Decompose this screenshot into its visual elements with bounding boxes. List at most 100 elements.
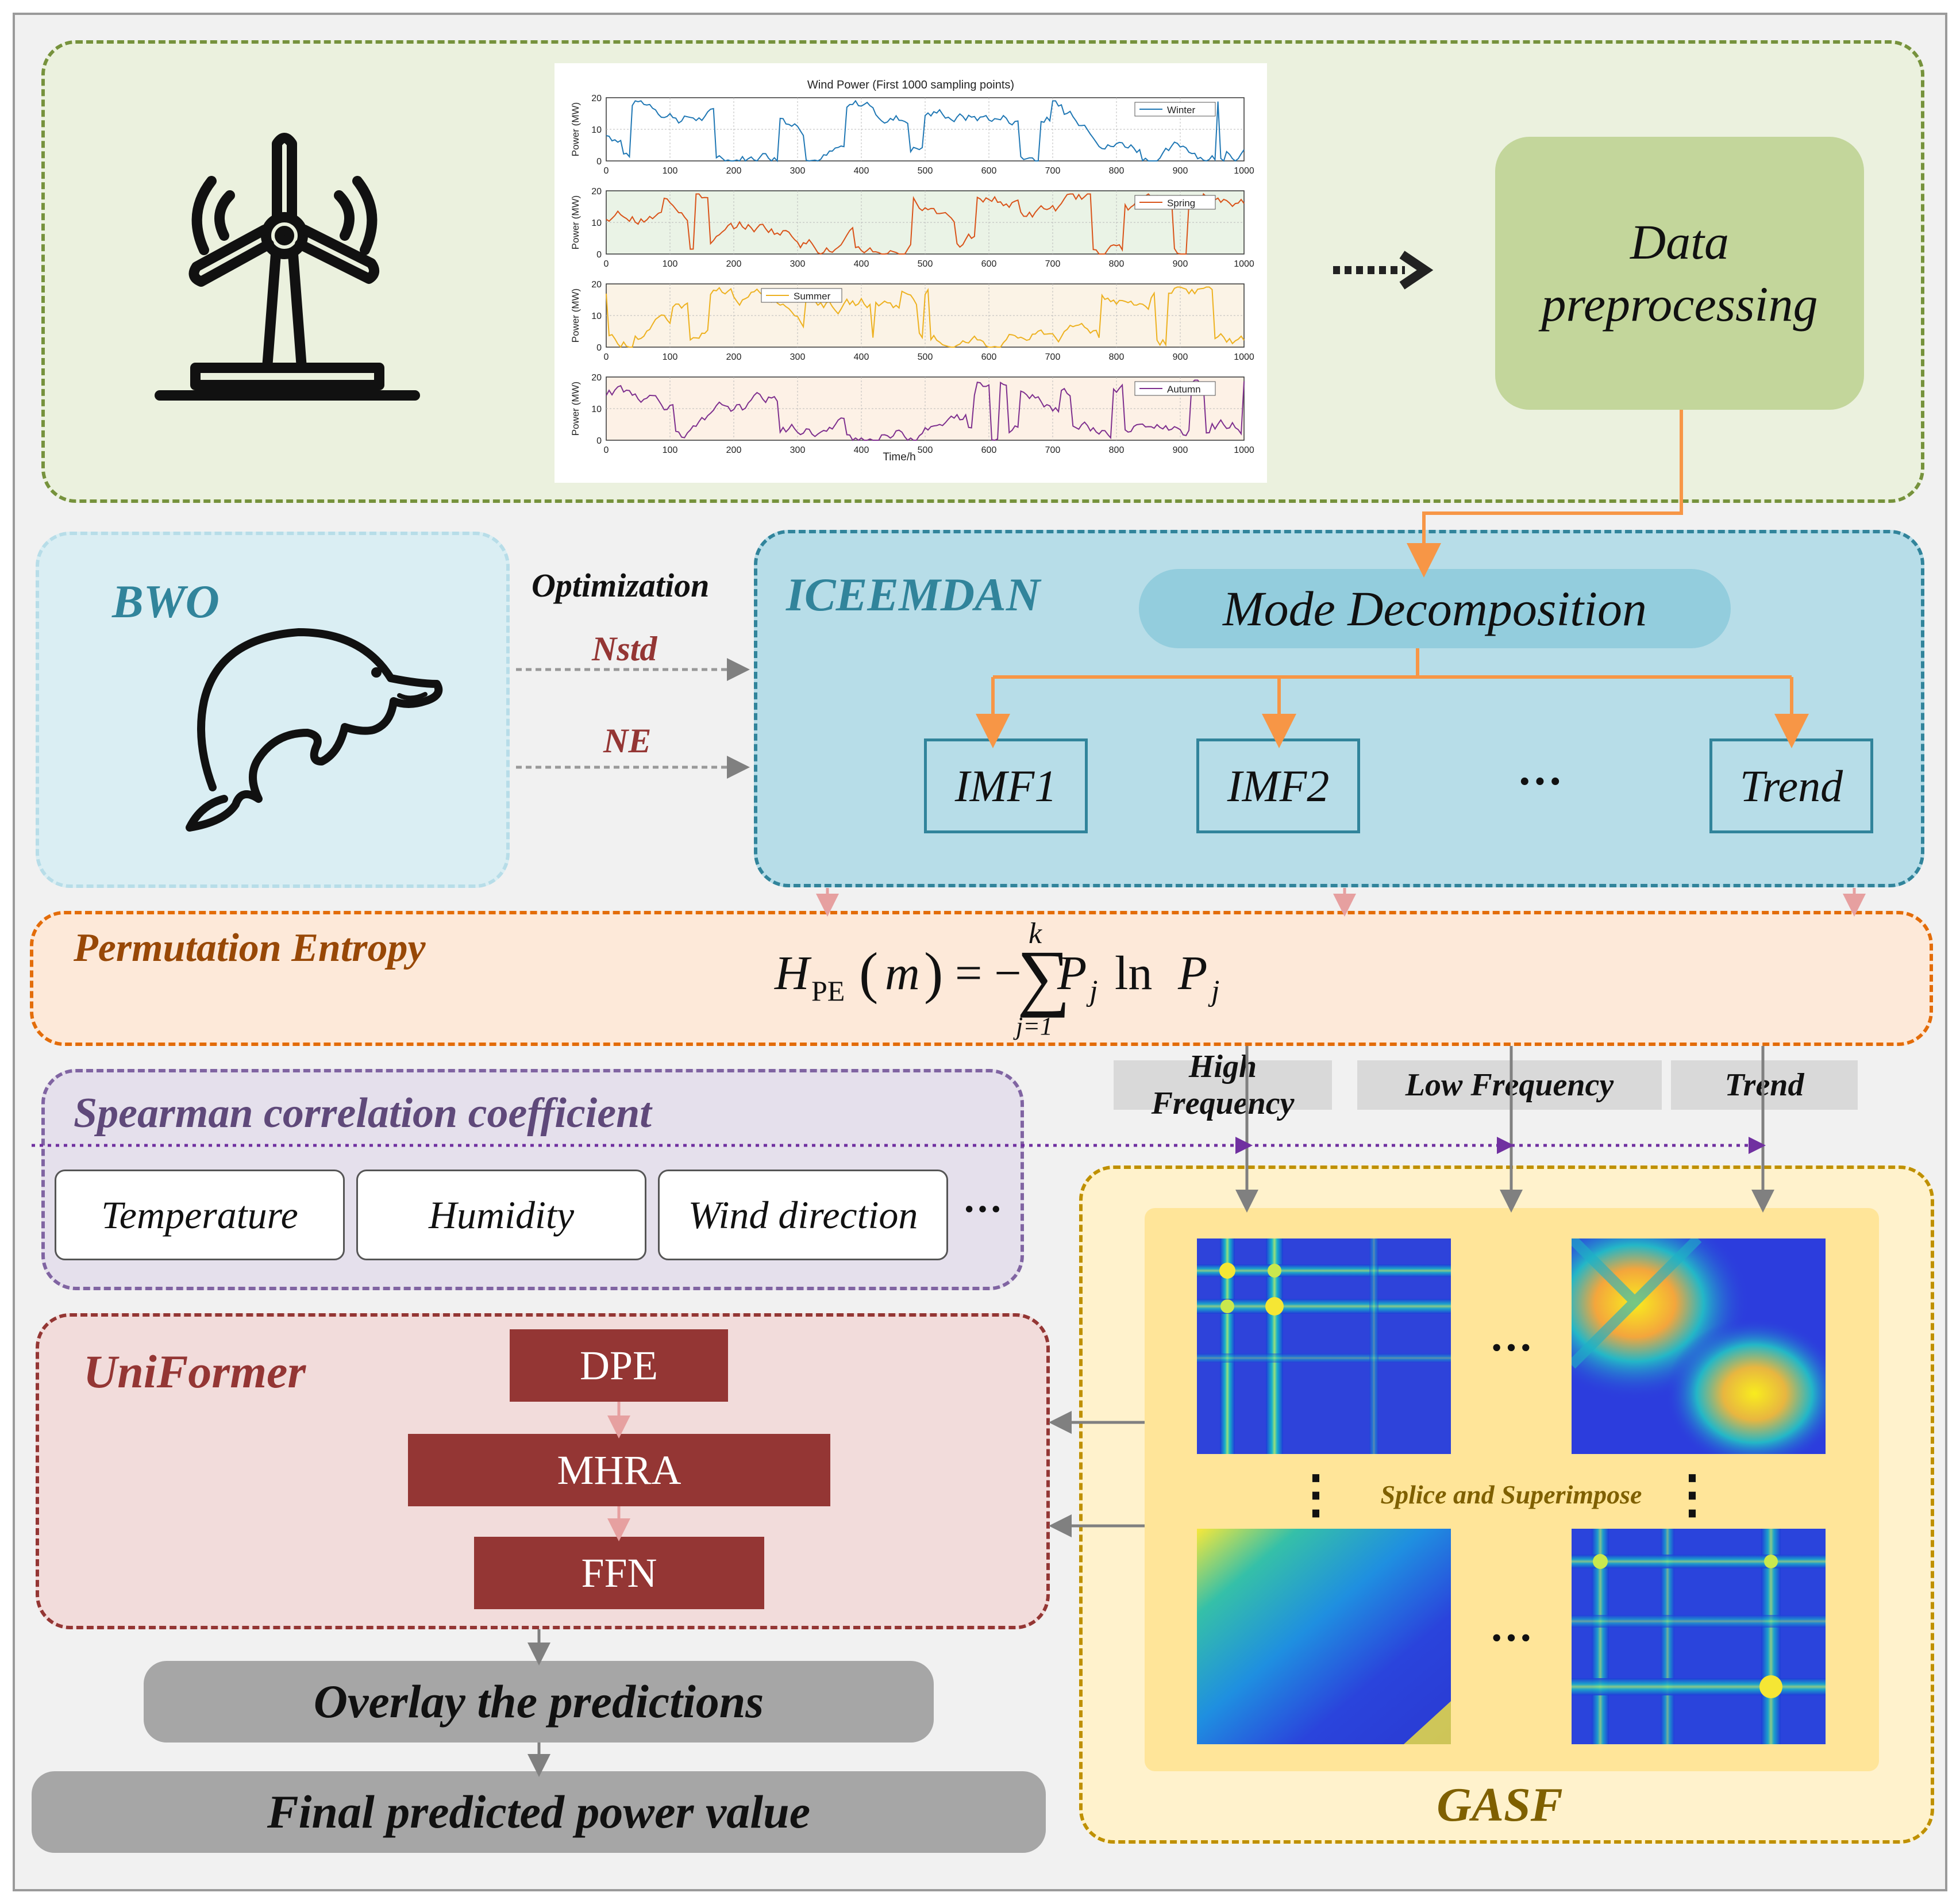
- gasf-vdots-left: ⋮: [1290, 1466, 1342, 1524]
- humidity-box: Humidity: [356, 1170, 646, 1260]
- formula-p1: P: [1057, 947, 1087, 1000]
- mini-xtick-label: 1000: [1234, 445, 1254, 455]
- pe-formula: H PE ( m ) = − ∑ k j=1 P j ln P j: [770, 917, 1253, 1049]
- gasf-heatmap-1: [1197, 1238, 1451, 1454]
- wind-direction-box: Wind direction: [658, 1170, 948, 1260]
- mini-xtick-label: 300: [790, 166, 806, 176]
- mini-xtick-label: 400: [854, 259, 869, 269]
- formula-j2: j: [1211, 975, 1220, 1007]
- mini-ytick-label: 10: [591, 405, 602, 414]
- preprocess-line2: preprocessing: [1541, 276, 1818, 332]
- mini-series-summer: [606, 286, 1245, 348]
- mini-ylabel: Power (MW): [570, 382, 581, 436]
- mini-xtick-label: 900: [1173, 166, 1188, 176]
- mini-xtick-label: 800: [1109, 352, 1125, 362]
- mini-xtick-label: 900: [1173, 352, 1188, 362]
- mini-ytick-label: 10: [591, 311, 602, 321]
- gasf-vdots-right: ⋮: [1666, 1466, 1718, 1524]
- mini-xtick-label: 400: [854, 445, 869, 455]
- optimization-label: Optimization: [532, 567, 710, 604]
- mini-series-winter: [606, 99, 1245, 163]
- mini-xtick-label: 0: [604, 352, 609, 362]
- mini-xtick-label: 700: [1045, 445, 1061, 455]
- formula-upper-limit: k: [1029, 917, 1042, 950]
- mini-xtick-label: 700: [1045, 166, 1061, 176]
- bwo-panel: [36, 532, 510, 888]
- mini-xtick-label: 300: [790, 445, 806, 455]
- mini-xtick-label: 800: [1109, 259, 1125, 269]
- mini-xtick-label: 200: [726, 259, 742, 269]
- mini-xtick-label: 300: [790, 352, 806, 362]
- mini-ylabel: Power (MW): [570, 102, 581, 156]
- mini-ytick-label: 20: [591, 280, 602, 290]
- mini-xtick-label: 200: [726, 352, 742, 362]
- mini-xtick-label: 300: [790, 259, 806, 269]
- ffn-block: FFN: [474, 1537, 764, 1609]
- mini-xtick-label: 100: [663, 166, 678, 176]
- gasf-heatmap-4: [1572, 1529, 1826, 1744]
- formula-pe-sub: PE: [811, 975, 845, 1007]
- mini-xtick-label: 600: [981, 166, 997, 176]
- gasf-title: GASF: [1437, 1778, 1563, 1832]
- ne-label: NE: [603, 722, 652, 760]
- formula-paren-close: ): [924, 941, 944, 1005]
- nstd-label: Nstd: [592, 630, 657, 668]
- mini-series-autumn: [606, 379, 1245, 441]
- mini-xtick-label: 0: [604, 445, 609, 455]
- mini-xtick-label: 500: [918, 166, 933, 176]
- mini-xtick-label: 100: [663, 259, 678, 269]
- mini-xtick-label: 500: [918, 445, 933, 455]
- formula-paren-open: (: [859, 941, 879, 1005]
- mini-xtick-label: 0: [604, 166, 609, 176]
- mini-xtick-label: 200: [726, 166, 742, 176]
- mini-xtick-label: 0: [604, 259, 609, 269]
- mini-chart-title: Wind Power (First 1000 sampling points): [807, 78, 1015, 91]
- formula-p2: P: [1178, 947, 1208, 1000]
- data-preprocessing-box: Data preprocessing: [1495, 137, 1864, 410]
- imf-ellipsis: ···: [1516, 756, 1564, 807]
- mini-xtick-label: 400: [854, 352, 869, 362]
- mode-decomposition-box: Mode Decomposition: [1139, 569, 1731, 648]
- mini-xtick-label: 700: [1045, 352, 1061, 362]
- overlay-predictions-box: Overlay the predictions: [144, 1661, 934, 1743]
- mini-ytick-label: 10: [591, 218, 602, 228]
- preprocess-line1: Data: [1630, 214, 1729, 270]
- imf1-box: IMF1: [924, 738, 1088, 833]
- temperature-box: Temperature: [55, 1170, 345, 1260]
- mini-ytick-label: 10: [591, 125, 602, 135]
- mini-xtick-label: 1000: [1234, 352, 1254, 362]
- mini-ytick-label: 0: [596, 343, 602, 353]
- formula-j1: j: [1089, 975, 1098, 1007]
- mini-xtick-label: 600: [981, 259, 997, 269]
- mini-xtick-label: 500: [918, 352, 933, 362]
- mini-ytick-label: 20: [591, 187, 602, 197]
- beluga-whale-icon: [186, 628, 443, 832]
- mini-legend-label: Summer: [794, 291, 831, 302]
- formula-sigma: ∑: [1017, 936, 1071, 1018]
- splice-superimpose-label: Splice and Superimpose: [1380, 1479, 1642, 1509]
- permutation-entropy-panel: [30, 911, 1933, 1046]
- trend-box: Trend: [1709, 738, 1873, 833]
- mini-xtick-label: 700: [1045, 259, 1061, 269]
- dpe-block: DPE: [510, 1329, 728, 1402]
- mini-xtick-label: 1000: [1234, 166, 1254, 176]
- mini-ylabel: Power (MW): [570, 195, 581, 249]
- mini-xtick-label: 400: [854, 166, 869, 176]
- mini-ytick-label: 20: [591, 94, 602, 103]
- mini-xtick-label: 200: [726, 445, 742, 455]
- pe-title: Permutation Entropy: [74, 926, 426, 970]
- dotted-arrow-icon: [1333, 251, 1434, 290]
- gasf-ellipsis-top: ···: [1489, 1323, 1534, 1372]
- gasf-heatmap-2: [1572, 1238, 1826, 1454]
- bwo-title: BWO: [112, 575, 220, 628]
- mini-ytick-label: 0: [596, 436, 602, 446]
- mini-ytick-label: 20: [591, 373, 602, 383]
- formula-equals-minus: = −: [955, 947, 1022, 1000]
- mini-xtick-label: 600: [981, 445, 997, 455]
- formula-h: H: [775, 947, 810, 1000]
- uniformer-title: UniFormer: [83, 1345, 306, 1398]
- mini-xtick-label: 100: [663, 445, 678, 455]
- mini-ytick-label: 0: [596, 250, 602, 260]
- mini-ylabel: Power (MW): [570, 289, 581, 343]
